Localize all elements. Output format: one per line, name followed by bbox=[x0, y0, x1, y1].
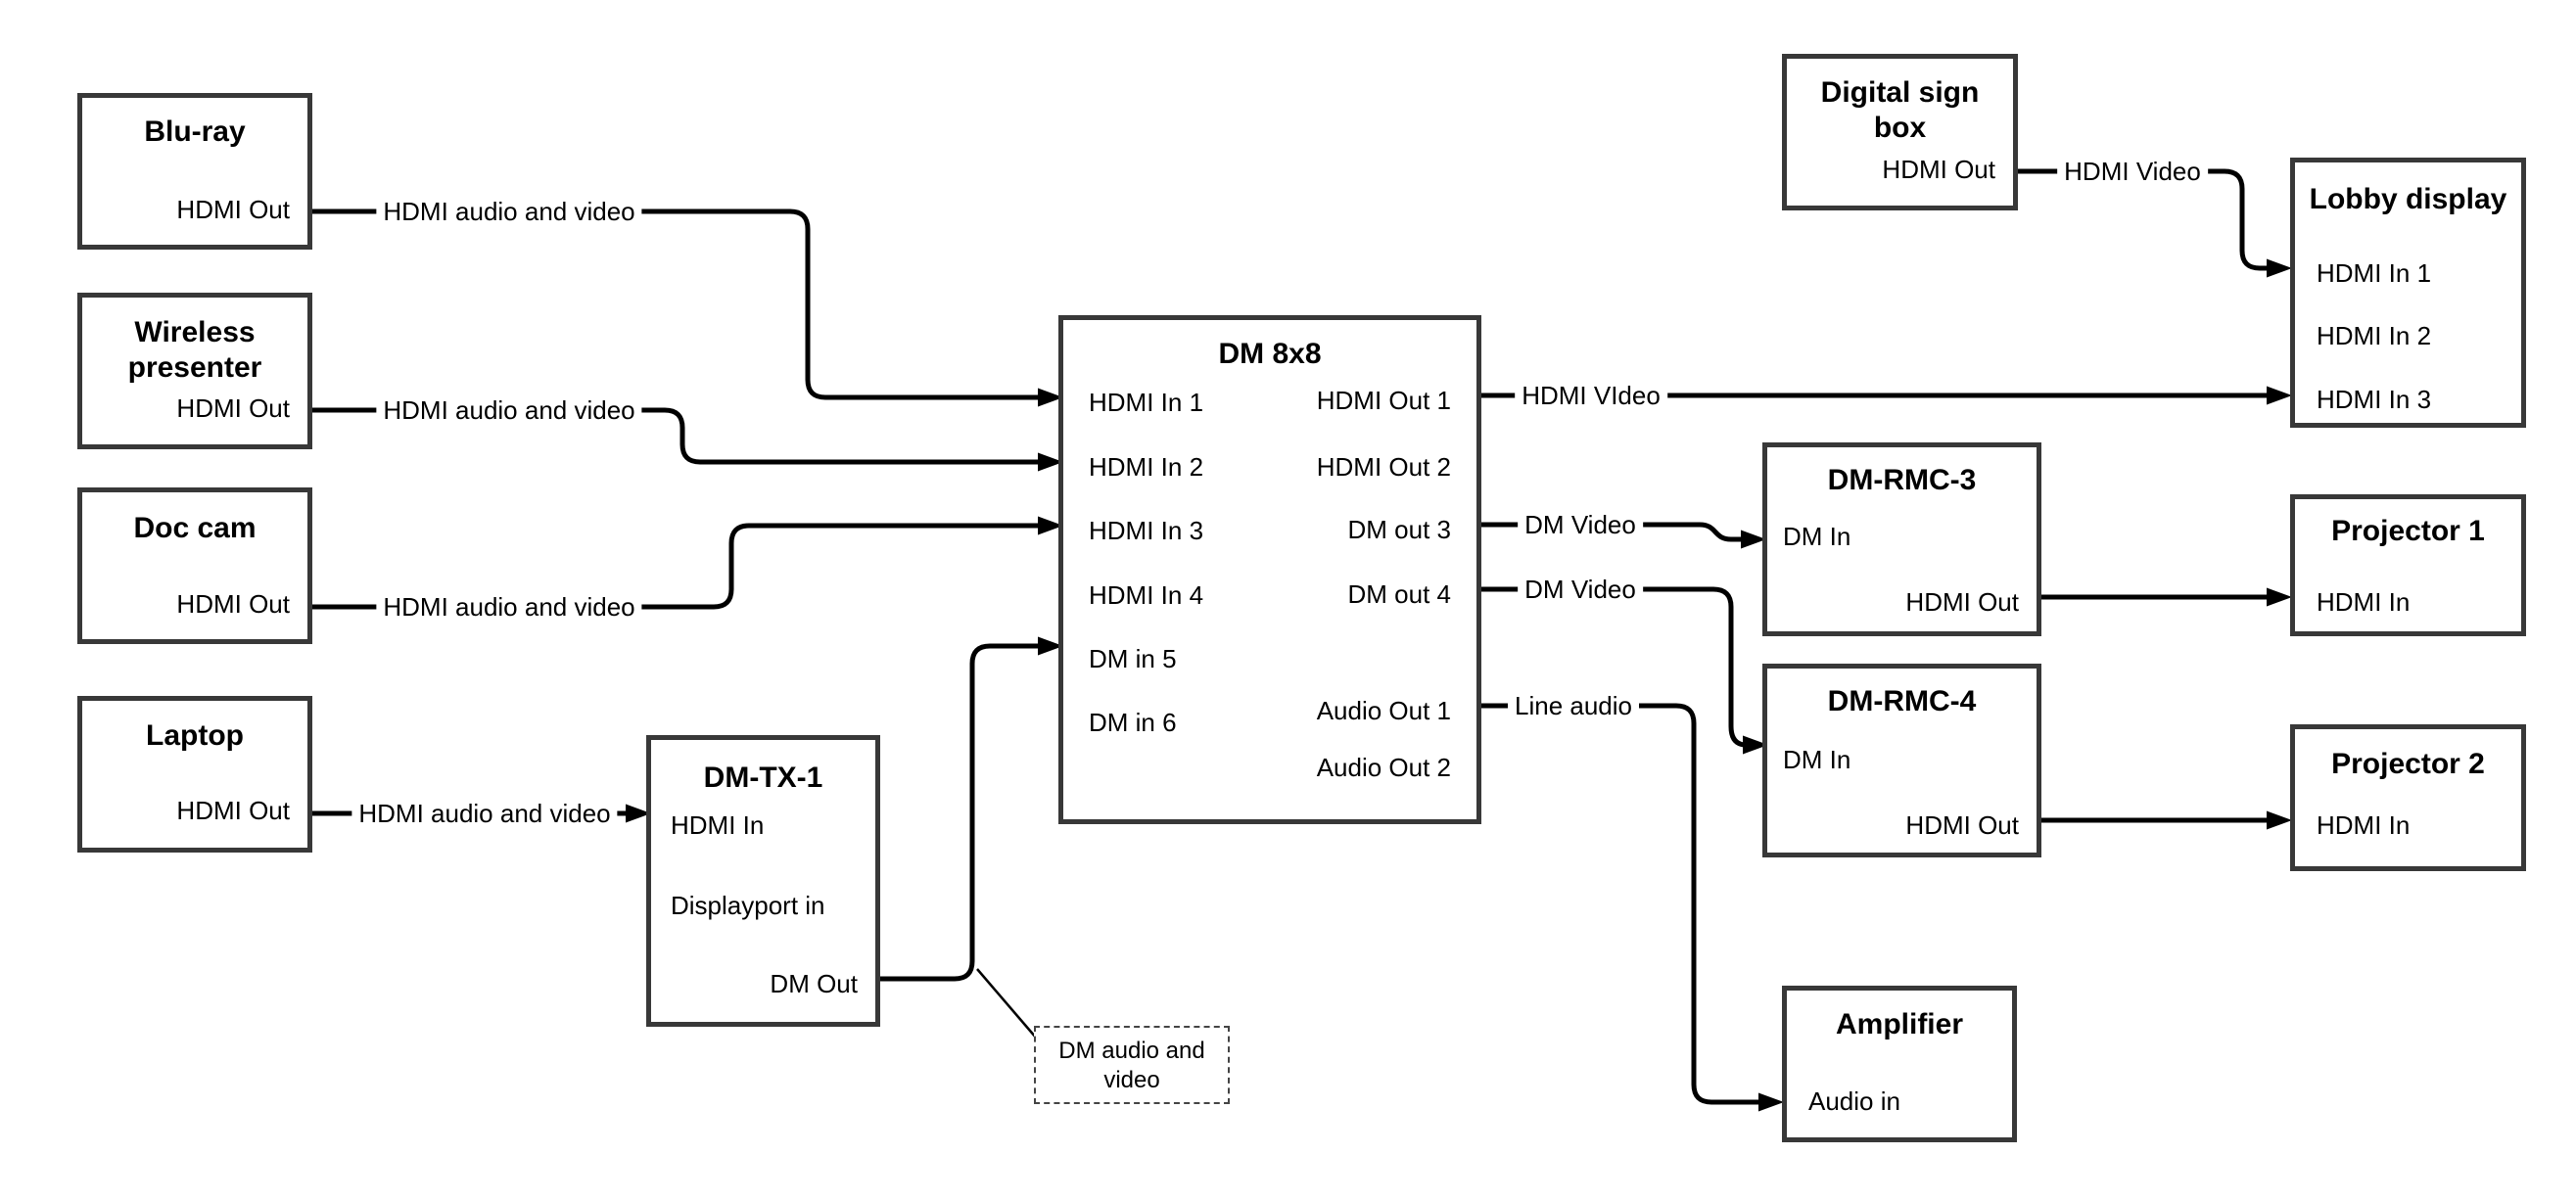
port-dmrmc3-hdmi-out: HDMI Out bbox=[1905, 587, 2019, 617]
port-laptop-hdmi-out: HDMI Out bbox=[176, 796, 290, 825]
edge-doccam-to-dm8x8 bbox=[310, 523, 1040, 610]
node-title: Doc cam bbox=[133, 512, 257, 544]
port-dmtx1-hdmi-in: HDMI In bbox=[671, 810, 765, 840]
port-lobby-hdmi-in-2: HDMI In 2 bbox=[2317, 321, 2432, 350]
arrowhead bbox=[1741, 530, 1766, 549]
port-dmtx1-dm-out: DM Out bbox=[770, 969, 858, 998]
port-dmrmc4-dm-in: DM In bbox=[1783, 745, 1851, 774]
port-dmrmc3-dm-in: DM In bbox=[1783, 522, 1851, 551]
edge-bluray-to-dm8x8 bbox=[310, 208, 1040, 400]
arrowhead bbox=[2267, 386, 2292, 405]
edge-label-hdmi-audio-video-4: HDMI audio and video bbox=[351, 799, 618, 828]
port-amplifier-audio-in: Audio in bbox=[1808, 1086, 1900, 1116]
node-blu-ray: Blu-ray HDMI Out bbox=[77, 93, 312, 250]
node-title: Blu-ray bbox=[144, 115, 246, 148]
port-digitalsign-hdmi-out: HDMI Out bbox=[1882, 155, 1995, 184]
node-title: DM-RMC-4 bbox=[1827, 685, 1977, 717]
port-dm8x8-audio-out-1: Audio Out 1 bbox=[1316, 696, 1451, 725]
edge-label-hdmi-audio-video-2: HDMI audio and video bbox=[376, 395, 642, 425]
node-dm-tx-1: DM-TX-1 HDMI In Displayport in DM Out bbox=[646, 735, 880, 1027]
node-dm-rmc-3: DM-RMC-3 DM In HDMI Out bbox=[1762, 442, 2041, 636]
note-leader-line bbox=[976, 968, 1037, 1039]
arrowhead bbox=[1743, 735, 1768, 755]
edge-dmtx1-to-dm8x8 bbox=[878, 643, 1040, 982]
edge-wireless-to-dm8x8 bbox=[310, 407, 1040, 465]
port-bluray-hdmi-out: HDMI Out bbox=[176, 195, 290, 224]
node-title: Projector 1 bbox=[2331, 515, 2485, 547]
port-dm8x8-hdmi-in-1: HDMI In 1 bbox=[1089, 388, 1204, 417]
port-dmrmc4-hdmi-out: HDMI Out bbox=[1905, 810, 2019, 840]
port-dm8x8-hdmi-in-3: HDMI In 3 bbox=[1089, 516, 1204, 545]
arrowhead bbox=[2267, 587, 2292, 607]
port-lobby-hdmi-in-1: HDMI In 1 bbox=[2317, 258, 2432, 288]
port-projector1-hdmi-in: HDMI In bbox=[2317, 587, 2411, 617]
node-title: Projector 2 bbox=[2331, 748, 2485, 780]
port-dmtx1-displayport-in: Displayport in bbox=[671, 891, 825, 920]
arrowhead bbox=[1038, 636, 1063, 656]
port-dm8x8-dm-out-3: DM out 3 bbox=[1347, 515, 1452, 544]
node-dm-8x8: DM 8x8 HDMI In 1 HDMI In 2 HDMI In 3 HDM… bbox=[1058, 315, 1481, 824]
arrowhead bbox=[1038, 388, 1063, 407]
edge-label-dm-video-out4: DM Video bbox=[1518, 575, 1643, 604]
edge-label-hdmi-video-sign: HDMI Video bbox=[2057, 157, 2208, 186]
port-dm8x8-hdmi-out-1: HDMI Out 1 bbox=[1316, 386, 1451, 415]
node-digital-sign-box: Digital sign box HDMI Out bbox=[1782, 54, 2018, 210]
note-dm-audio-and-video: DM audio and video bbox=[1034, 1026, 1230, 1104]
node-title: DM-TX-1 bbox=[703, 762, 823, 794]
edge-label-hdmi-audio-video-3: HDMI audio and video bbox=[376, 592, 642, 622]
port-doccam-hdmi-out: HDMI Out bbox=[176, 589, 290, 619]
edge-label-line-audio: Line audio bbox=[1508, 691, 1639, 720]
arrowhead bbox=[2267, 810, 2292, 830]
arrowhead bbox=[1038, 452, 1063, 472]
edge-label-dm-video-out3: DM Video bbox=[1518, 510, 1643, 539]
port-lobby-hdmi-in-3: HDMI In 3 bbox=[2317, 385, 2432, 414]
node-projector-1: Projector 1 HDMI In bbox=[2290, 494, 2526, 636]
port-dm8x8-hdmi-in-4: HDMI In 4 bbox=[1089, 580, 1204, 610]
arrowhead bbox=[2267, 258, 2292, 278]
node-amplifier: Amplifier Audio in bbox=[1782, 986, 2017, 1142]
edge-label-hdmi-video-out1: HDMI VIdeo bbox=[1515, 381, 1667, 410]
port-projector2-hdmi-in: HDMI In bbox=[2317, 810, 2411, 840]
node-lobby-display: Lobby display HDMI In 1 HDMI In 2 HDMI I… bbox=[2290, 158, 2526, 428]
edge-dmout3-to-dmrmc3 bbox=[1479, 522, 1743, 542]
node-doc-cam: Doc cam HDMI Out bbox=[77, 487, 312, 644]
edge-dmout4-to-dmrmc4 bbox=[1479, 586, 1746, 748]
node-title: Lobby display bbox=[2309, 183, 2507, 215]
node-title: Digital sign box bbox=[1820, 76, 1980, 144]
arrowhead bbox=[626, 804, 651, 823]
arrowhead bbox=[1758, 1092, 1784, 1112]
port-dm8x8-dm-in-5: DM in 5 bbox=[1089, 644, 1177, 673]
node-wireless-presenter: Wireless presenter HDMI Out bbox=[77, 293, 312, 449]
node-title: Wireless presenter bbox=[127, 316, 262, 384]
port-dm8x8-audio-out-2: Audio Out 2 bbox=[1316, 753, 1451, 782]
port-dm8x8-dm-in-6: DM in 6 bbox=[1089, 708, 1177, 737]
node-title: Amplifier bbox=[1835, 1008, 1964, 1040]
node-laptop: Laptop HDMI Out bbox=[77, 696, 312, 853]
edge-digitalsign-to-lobby bbox=[2016, 168, 2269, 271]
port-dm8x8-hdmi-in-2: HDMI In 2 bbox=[1089, 452, 1204, 482]
edge-label-hdmi-audio-video-1: HDMI audio and video bbox=[376, 197, 642, 226]
node-projector-2: Projector 2 HDMI In bbox=[2290, 724, 2526, 871]
port-wireless-hdmi-out: HDMI Out bbox=[176, 393, 290, 423]
node-title: Laptop bbox=[146, 719, 244, 752]
node-title: DM-RMC-3 bbox=[1827, 464, 1977, 496]
arrowhead bbox=[1038, 516, 1063, 535]
node-title: DM 8x8 bbox=[1218, 338, 1322, 370]
node-dm-rmc-4: DM-RMC-4 DM In HDMI Out bbox=[1762, 664, 2041, 857]
port-dm8x8-hdmi-out-2: HDMI Out 2 bbox=[1316, 452, 1451, 482]
port-dm8x8-dm-out-4: DM out 4 bbox=[1347, 579, 1452, 609]
edge-audioout1-to-amplifier bbox=[1479, 703, 1760, 1105]
